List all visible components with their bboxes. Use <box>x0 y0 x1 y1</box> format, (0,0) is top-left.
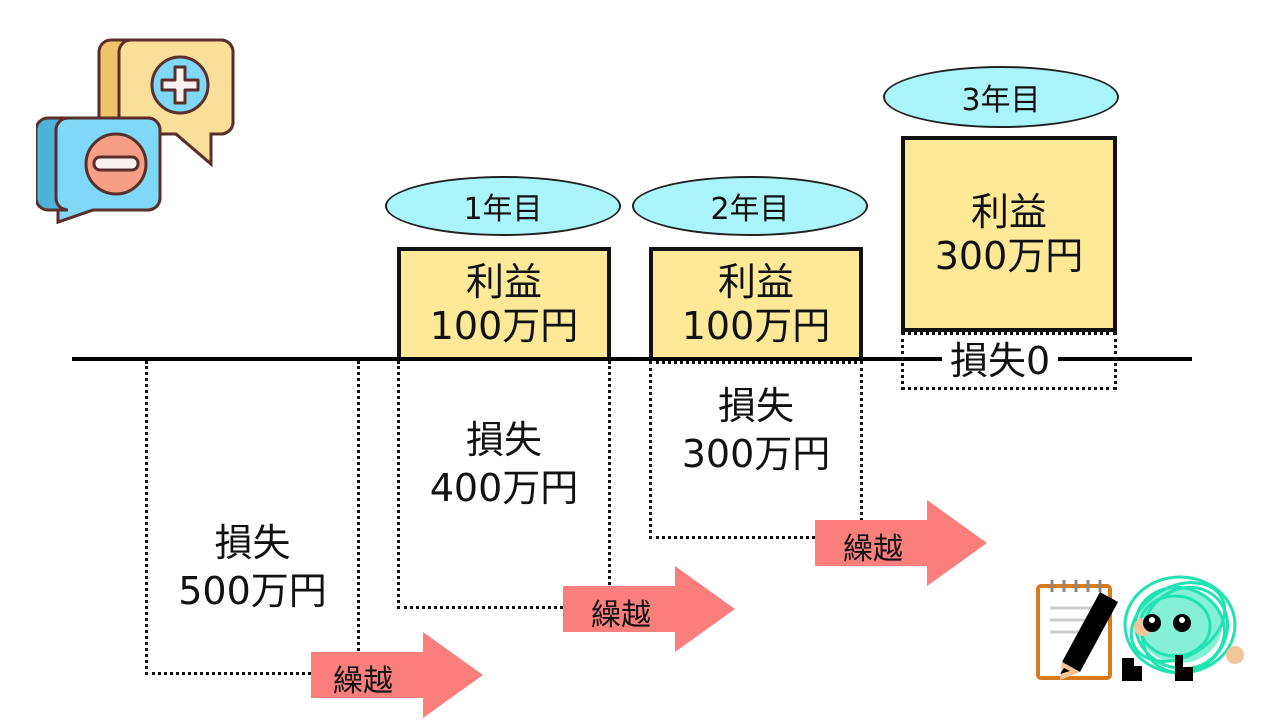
loss-amount: 500万円 <box>178 568 327 613</box>
year-3-loss-box <box>901 332 1117 390</box>
profit-amount: 100万円 <box>429 304 579 348</box>
year-3-label: 3年目 <box>883 66 1119 128</box>
initial-loss-box: 損失 500万円 <box>145 361 360 675</box>
year-1-profit-box: 利益 100万円 <box>397 247 611 361</box>
profit-label: 利益 <box>465 260 542 304</box>
profit-amount: 300万円 <box>934 234 1084 278</box>
year-2-profit-box: 利益 100万円 <box>649 247 863 361</box>
year-1-label: 1年目 <box>385 176 621 236</box>
carry-forward-arrow-2: 繰越 <box>563 566 735 652</box>
carry-label: 繰越 <box>843 532 903 567</box>
year-3-profit-box: 利益 300万円 <box>901 136 1117 332</box>
plus-minus-bubbles-icon <box>34 30 236 225</box>
loss-label: 損失 <box>717 384 794 428</box>
loss-label: 損失 <box>214 520 291 565</box>
year-3-loss-zero: 損失0 <box>942 341 1059 381</box>
carry-forward-arrow-1: 繰越 <box>311 632 483 718</box>
loss-amount: 300万円 <box>681 432 831 476</box>
loss-amount: 400万円 <box>429 465 579 510</box>
zero-axis-line <box>72 357 1192 361</box>
year-1-loss-box: 損失 400万円 <box>397 361 611 609</box>
notepad-character-icon <box>1030 570 1270 690</box>
carry-label: 繰越 <box>591 598 651 633</box>
loss-label: 損失 <box>465 417 542 462</box>
profit-label: 利益 <box>970 190 1047 234</box>
carry-label: 繰越 <box>333 664 393 699</box>
profit-label: 利益 <box>717 260 794 304</box>
carry-forward-arrow-3: 繰越 <box>815 500 987 586</box>
profit-amount: 100万円 <box>681 304 831 348</box>
year-2-label: 2年目 <box>632 176 868 236</box>
year-2-loss-box: 損失 300万円 <box>649 361 863 539</box>
